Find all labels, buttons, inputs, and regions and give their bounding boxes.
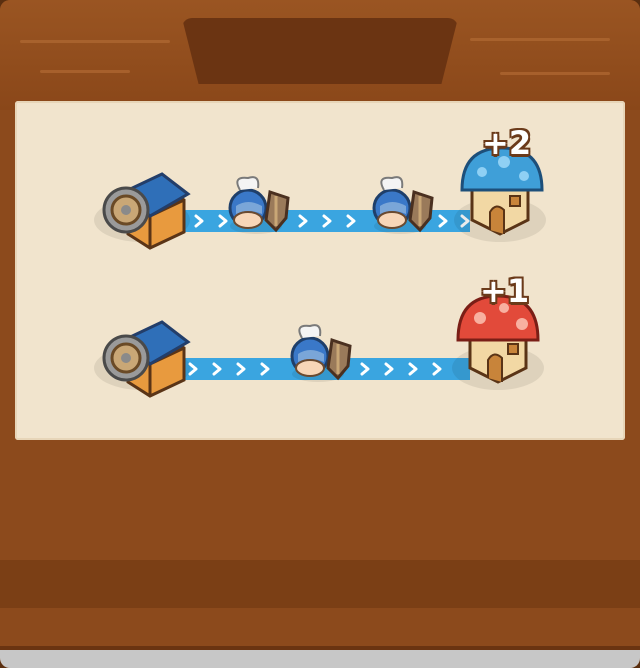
board-band (0, 560, 640, 608)
title-tab (182, 18, 458, 84)
wood-grain (500, 72, 610, 75)
barracks-icon (92, 172, 192, 250)
wood-grain (40, 70, 130, 73)
board-bottom-edge (0, 650, 640, 668)
wood-grain (20, 40, 170, 43)
blue-mushroom-house-icon (452, 146, 548, 244)
barracks-icon (92, 320, 192, 398)
bonus-label-2: +1 (480, 272, 530, 310)
soldier-icon (290, 323, 352, 384)
wood-grain (470, 38, 610, 41)
bonus-label-1: +2 (482, 124, 532, 162)
soldier-icon (228, 175, 290, 236)
soldier-icon (372, 175, 434, 236)
red-mushroom-house-icon (450, 294, 546, 392)
